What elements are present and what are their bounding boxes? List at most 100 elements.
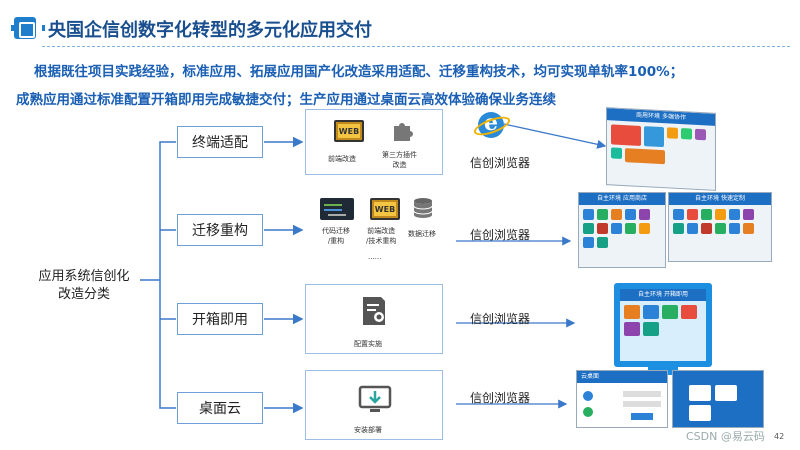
title-divider — [42, 46, 790, 47]
screenshot-multi-device: 商用环境 多端协作 — [606, 107, 716, 191]
root-label: 应用系统信创化 改造分类 — [30, 268, 138, 304]
screenshot-3-title: 自主环境 开箱即用 — [620, 289, 706, 301]
page-title: 央国企信创数字化转型的多元化应用交付 — [48, 20, 372, 41]
deploy-icon — [358, 385, 392, 412]
item-frontend-tech-label: 前端改造 /技术重构 — [366, 226, 396, 246]
thumb — [687, 223, 698, 234]
screenshot-1-tiles — [607, 120, 715, 171]
screenshot-3-tiles — [620, 301, 706, 340]
watermark: CSDN @易云码 — [686, 430, 765, 443]
screenshot-2b-tiles — [669, 205, 771, 238]
thumb — [689, 385, 711, 401]
thumb — [681, 128, 692, 140]
browser-label-2: 信创浏览器 — [470, 228, 531, 242]
thumb — [689, 405, 711, 421]
item-deploy-label: 安装部署 — [354, 426, 382, 434]
thumb — [597, 237, 608, 248]
thumb — [681, 305, 697, 319]
panel-terminal-adapt: WEB 前端改造 第三方插件 改造 — [305, 109, 443, 175]
arrow-out1 — [503, 123, 607, 149]
thumb — [611, 147, 622, 159]
screenshot-4b-tiles — [673, 371, 763, 425]
thumb — [643, 305, 659, 319]
item-code-label-line-1: 代码迁移 — [322, 227, 350, 235]
monitor-graphic: 自主环境 开箱即用 — [614, 283, 712, 367]
item-data-migration-label: 数据迁移 — [408, 230, 436, 238]
root-label-line-1: 应用系统信创化 — [38, 269, 130, 284]
thumb — [611, 209, 622, 220]
item-frontend-tech-label-line-1: 前端改造 — [367, 227, 396, 235]
item-plugin-label: 第三方插件 改造 — [382, 150, 417, 170]
screenshot-quick-custom: 自主环境 快速定制 — [668, 192, 772, 262]
screenshot-2b-title: 自主环境 快速定制 — [669, 193, 771, 205]
thumb — [729, 209, 740, 220]
field-bar — [623, 391, 661, 397]
thumb — [583, 209, 594, 220]
subtitle-line-1: 根据既往项目实践经验，标准应用、拓展应用国产化改造采用适配、迁移重构技术，均可实… — [34, 64, 684, 80]
database-icon — [413, 198, 433, 218]
item-frontend-tech-label-line-2: /技术重构 — [366, 237, 397, 245]
page-number: 42 — [774, 432, 785, 441]
category-terminal-adapt: 终端适配 — [177, 126, 263, 158]
thumb — [611, 223, 622, 234]
subtitle-line-2: 成熟应用通过标准配置开箱即用完成敏捷交付；生产应用通过桌面云高效体验确保业务连续 — [16, 92, 556, 108]
thumb — [639, 223, 650, 234]
thumb — [611, 124, 641, 146]
thumb — [597, 209, 608, 220]
item-config-label: 配置实施 — [354, 340, 382, 348]
thumb — [687, 209, 698, 220]
screenshot-4-title: 云桌面 — [577, 371, 667, 383]
thumb — [644, 126, 664, 148]
thumb — [715, 209, 726, 220]
puzzle-icon — [394, 123, 413, 141]
screenshot-cloud-desktop — [672, 370, 764, 428]
category-out-of-box: 开箱即用 — [177, 303, 263, 335]
item-plugin-label-line-1: 第三方插件 — [382, 151, 417, 159]
item-frontend-label: 前端改造 — [328, 155, 356, 163]
panel-desktop-cloud: 安装部署 — [305, 370, 443, 440]
thumb — [624, 305, 640, 319]
thumb — [701, 209, 712, 220]
field-bar — [623, 401, 661, 407]
code-icon — [320, 198, 354, 220]
thumb — [743, 223, 754, 234]
config-icon — [363, 297, 385, 325]
thumb — [715, 223, 726, 234]
monitor-screen: 自主环境 开箱即用 — [620, 289, 706, 361]
thumb — [583, 237, 594, 248]
thumb — [701, 223, 712, 234]
thumb — [639, 209, 650, 220]
thumb — [662, 305, 678, 319]
web-icon-2-text: WEB — [374, 202, 396, 216]
monitor-neck — [648, 367, 678, 371]
avatar-dot — [583, 407, 593, 417]
thumb — [695, 128, 706, 141]
tree-bracket — [140, 141, 176, 409]
thumb — [625, 223, 636, 234]
panel-out-of-box: 配置实施 — [305, 284, 443, 354]
thumb — [597, 223, 608, 234]
screenshot-2a-title: 自主环境 应用商店 — [579, 193, 665, 205]
ellipsis: ...... — [368, 253, 382, 261]
item-code-label-line-2: /重构 — [327, 237, 345, 245]
thumb — [643, 322, 659, 336]
web-icon-2: WEB — [370, 198, 400, 220]
thumb — [729, 223, 740, 234]
chip-icon — [11, 17, 45, 39]
thumb — [673, 223, 684, 234]
screenshot-cloud-login: 云桌面 — [576, 370, 668, 428]
item-code-label: 代码迁移 /重构 — [322, 226, 350, 246]
item-plugin-label-line-2: 改造 — [392, 161, 407, 169]
thumb — [624, 322, 640, 336]
root-label-line-2: 改造分类 — [57, 287, 110, 302]
web-icon: WEB — [334, 120, 364, 142]
screenshot-app-store: 自主环境 应用商店 — [578, 192, 666, 268]
browser-label-1: 信创浏览器 — [470, 156, 531, 170]
ie-browser-icon — [478, 110, 504, 138]
thumb — [743, 209, 754, 220]
browser-label-3: 信创浏览器 — [470, 312, 531, 326]
thumb — [715, 385, 737, 401]
thumb — [625, 148, 665, 165]
thumb — [673, 209, 684, 220]
